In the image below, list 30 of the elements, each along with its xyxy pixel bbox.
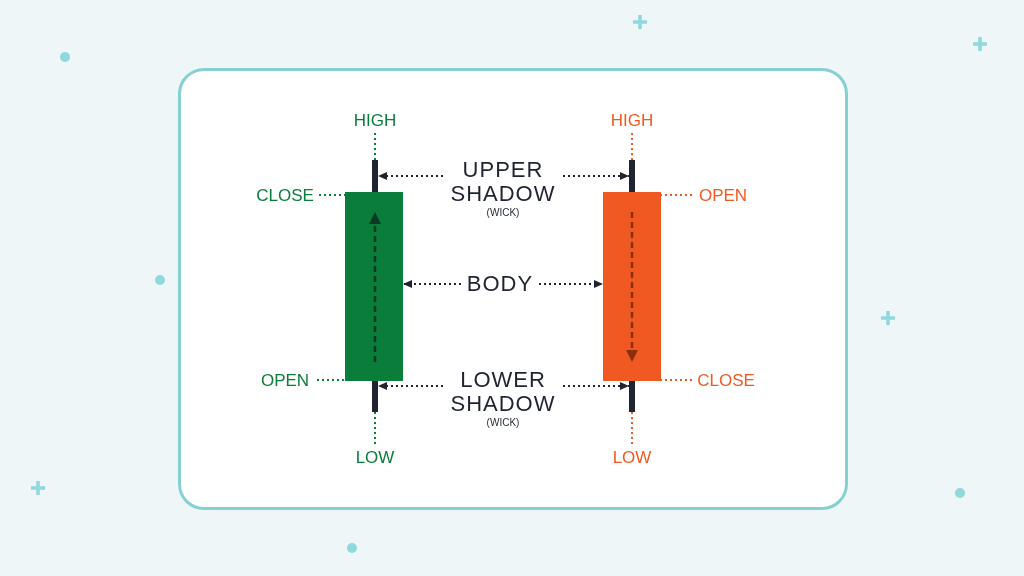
price-label: LOW [611,447,653,467]
price-label: CLOSE [695,370,757,390]
part-label: LOWER SHADOW [449,367,557,417]
leader-line [316,379,346,381]
leader-line [374,132,376,161]
arrow [538,280,604,288]
sub-label: (WICK) [486,208,520,219]
upper-wick [372,160,378,192]
arrow [377,172,444,180]
sub-label: (WICK) [486,418,520,429]
price-label: OPEN [256,370,314,390]
leader-line [631,132,633,161]
candle-body [603,192,661,381]
price-label: HIGH [609,110,655,130]
arrow [562,172,630,180]
lower-wick [629,381,635,412]
upper-wick [629,160,635,192]
arrow [402,280,462,288]
price-label: OPEN [695,185,751,205]
part-label: BODY [464,272,536,296]
leader-line [631,411,633,445]
lower-wick [372,381,378,412]
price-label: CLOSE [254,185,316,205]
price-label: HIGH [352,110,398,130]
leader-line [374,411,376,445]
part-label: UPPER SHADOW [449,157,557,207]
arrow [562,382,630,390]
candle-body [345,192,403,381]
price-label: LOW [354,447,396,467]
arrow [377,382,444,390]
